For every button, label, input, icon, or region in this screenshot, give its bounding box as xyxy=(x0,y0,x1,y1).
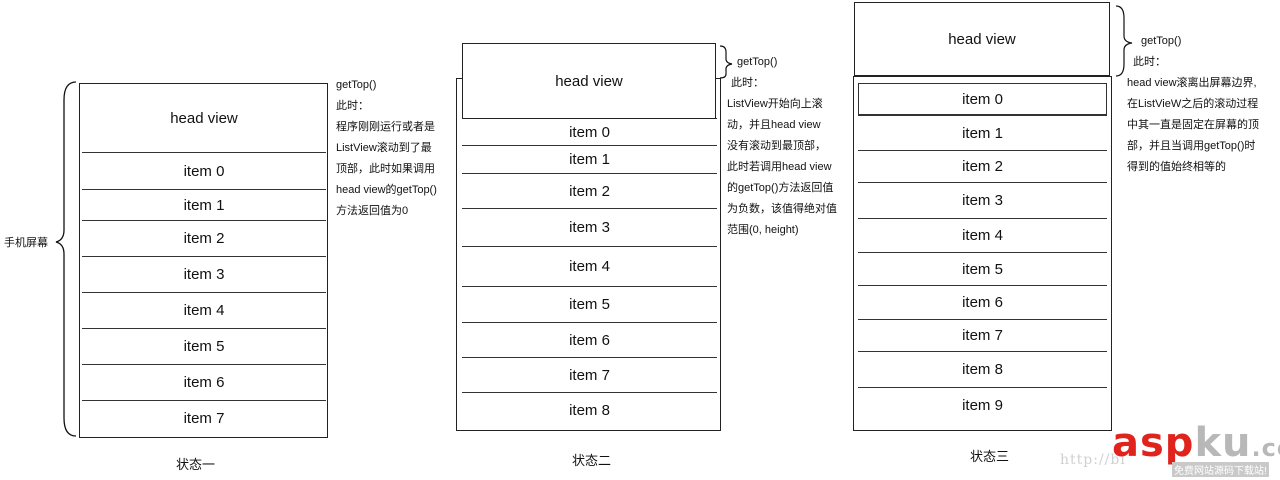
caption-1: 状态一 xyxy=(176,457,216,472)
watermark: http://bl aspku.com 免费网站源码下载站! xyxy=(1060,420,1280,480)
note-line: 此时： xyxy=(731,77,764,89)
list-frame-2: item 0 item 1 item 2 item 3 item 4 item … xyxy=(462,118,717,428)
note-line: 得到的值始终相等的 xyxy=(1127,161,1226,173)
watermark-logo-b: ku xyxy=(1194,420,1252,466)
list-item: item 6 xyxy=(858,285,1107,319)
list-item: item 9 xyxy=(858,387,1107,422)
note-line: 程序刚刚运行或者是 xyxy=(336,121,435,133)
list-item: item 1 xyxy=(82,189,326,220)
watermark-logo-c: .com xyxy=(1251,434,1280,462)
head-view-1: head view xyxy=(170,109,238,127)
note-line: head view的getTop() xyxy=(336,184,437,196)
note-line: 范围(0, height) xyxy=(727,224,799,236)
list-item: item 0 xyxy=(462,118,717,145)
get-top-label: getTop() xyxy=(1141,35,1182,47)
list-item: item 4 xyxy=(462,246,717,286)
list-item: item 5 xyxy=(462,286,717,322)
list-item: item 4 xyxy=(82,292,326,328)
note-line: 中其一直是固定在屏幕的顶 xyxy=(1127,119,1259,131)
get-top-label: getTop() xyxy=(336,79,377,91)
note-line: 的getTop()方法返回值 xyxy=(727,182,834,194)
list-item: item 6 xyxy=(462,322,717,357)
get-top-label: getTop() xyxy=(737,56,778,68)
list-item: item 0 xyxy=(82,152,326,189)
watermark-logo-a: asp xyxy=(1112,420,1195,466)
note-line: ListView滚动到了最 xyxy=(336,142,432,154)
head-view-3: head view xyxy=(854,2,1110,76)
list-frame-3: item 0 item 1 item 2 item 3 item 4 item … xyxy=(858,80,1107,427)
list-item: item 5 xyxy=(858,252,1107,285)
list-item: item 1 xyxy=(462,145,717,173)
list-item: item 2 xyxy=(82,220,326,256)
note-line: 顶部，此时如果调用 xyxy=(336,163,435,175)
list-item: item 5 xyxy=(82,328,326,364)
screen-label: 手机屏幕 xyxy=(4,237,48,249)
list-item: item 8 xyxy=(462,392,717,428)
note-line: 没有滚动到最顶部， xyxy=(727,140,826,152)
note-2: getTop() 此时： ListView开始向上滚 动，并且head view… xyxy=(727,52,837,241)
note-line: 此时： xyxy=(336,100,369,112)
note-1: getTop() 此时： 程序刚刚运行或者是 ListView滚动到了最 顶部，… xyxy=(336,75,437,222)
list-item: item 4 xyxy=(858,218,1107,252)
get-top-brace-icon xyxy=(719,45,733,79)
phone-frame-3 xyxy=(853,76,1112,431)
note-line: 为负数，该值得绝对值 xyxy=(727,203,837,215)
phone-frame-1 xyxy=(79,83,328,438)
list-item: item 8 xyxy=(858,351,1107,387)
screen-brace-icon xyxy=(55,81,77,437)
note-line: 在ListVieW之后的滚动过程 xyxy=(1127,98,1259,110)
list-item: item 1 xyxy=(858,115,1107,150)
note-line: 部，并且当调用getTop()时 xyxy=(1127,140,1256,152)
watermark-logo: aspku.com xyxy=(1112,420,1280,466)
note-line: 方法返回值为0 xyxy=(336,205,409,217)
note-line: head view滚离出屏幕边界, xyxy=(1127,77,1257,89)
list-item: item 6 xyxy=(82,364,326,400)
note-line: ListView开始向上滚 xyxy=(727,98,823,110)
caption-3: 状态三 xyxy=(970,449,1010,464)
watermark-sub: 免费网站源码下载站! xyxy=(1172,462,1269,477)
note-3: getTop() 此时： head view滚离出屏幕边界, 在ListVieW… xyxy=(1127,31,1259,178)
list-item: item 3 xyxy=(462,208,717,246)
note-line: 动，并且head view xyxy=(727,119,821,131)
list-item: item 7 xyxy=(462,357,717,392)
note-line: 此时若调用head view xyxy=(727,161,832,173)
list-frame-1: head view item 0 item 1 item 2 item 3 it… xyxy=(82,85,326,436)
note-line: 此时： xyxy=(1133,56,1166,68)
caption-2: 状态二 xyxy=(572,453,612,468)
list-item: item 0 xyxy=(858,83,1107,115)
list-item: item 7 xyxy=(858,319,1107,351)
list-item: item 2 xyxy=(858,150,1107,182)
list-item: item 3 xyxy=(858,182,1107,218)
get-top-brace-icon xyxy=(1115,5,1133,77)
head-view-2: head view xyxy=(462,43,716,119)
list-item: item 3 xyxy=(82,256,326,292)
list-item: item 7 xyxy=(82,400,326,436)
list-item: item 2 xyxy=(462,173,717,208)
watermark-url: http://bl xyxy=(1060,452,1126,468)
